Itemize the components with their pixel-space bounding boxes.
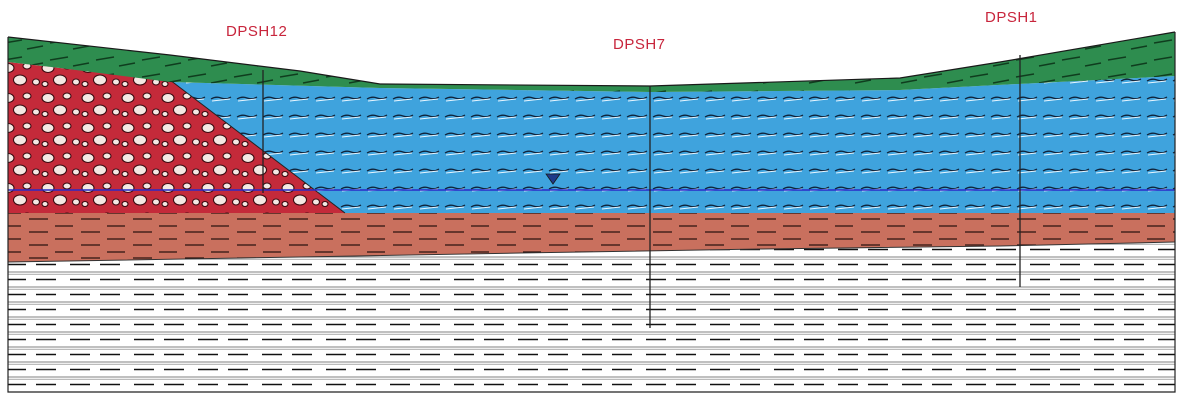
section-frame xyxy=(7,32,1176,393)
borehole-label-dpsh12: DPSH12 xyxy=(226,23,287,40)
layer-clay xyxy=(170,76,1175,213)
borehole-label-dpsh7: DPSH7 xyxy=(613,36,666,53)
borehole-label-dpsh1: DPSH1 xyxy=(985,9,1038,26)
layer-bedrock xyxy=(7,239,1176,393)
layer-topsoil xyxy=(7,31,1176,92)
inverted-triangle-icon xyxy=(545,173,561,185)
layer-silt xyxy=(7,213,1176,263)
layer-gravel xyxy=(8,62,346,214)
